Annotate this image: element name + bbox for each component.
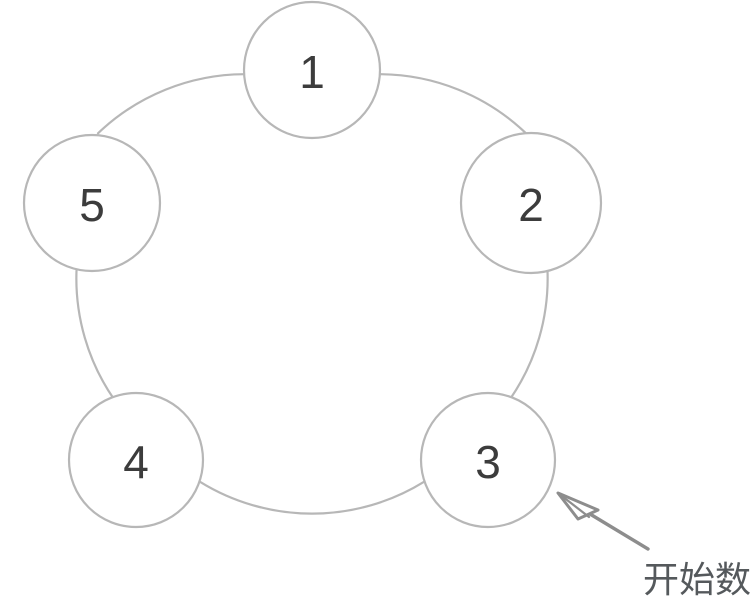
node-2-label: 2 [518, 179, 544, 231]
node-1[interactable]: 1 [242, 0, 382, 140]
link-node-2-node-3 [509, 269, 549, 400]
arrow-head-crease [556, 491, 591, 519]
node-2-circle[interactable] [459, 131, 603, 275]
node-3-label: 3 [475, 436, 501, 488]
node-3[interactable]: 3 [419, 391, 557, 529]
link-node-5-node-1 [96, 73, 246, 135]
node-5[interactable]: 5 [22, 133, 162, 273]
node-group: 1 2 3 4 5 [22, 0, 603, 529]
arrow-shaft [588, 512, 650, 551]
node-1-circle[interactable] [242, 0, 382, 140]
node-4-circle[interactable] [67, 391, 205, 529]
link-group [75, 73, 549, 515]
node-5-label: 5 [79, 179, 105, 231]
link-node-4-node-5 [75, 269, 115, 400]
start-pointer-label: 开始数 [643, 560, 751, 601]
start-pointer-annotation: 开始数 [556, 491, 751, 601]
node-4[interactable]: 4 [67, 391, 205, 529]
link-node-3-node-4 [198, 480, 426, 515]
node-5-circle[interactable] [22, 133, 162, 273]
node-3-circle[interactable] [419, 391, 557, 529]
node-4-label: 4 [123, 436, 149, 488]
node-1-label: 1 [299, 46, 325, 98]
node-2[interactable]: 2 [459, 131, 603, 275]
link-node-1-node-2 [378, 73, 528, 135]
